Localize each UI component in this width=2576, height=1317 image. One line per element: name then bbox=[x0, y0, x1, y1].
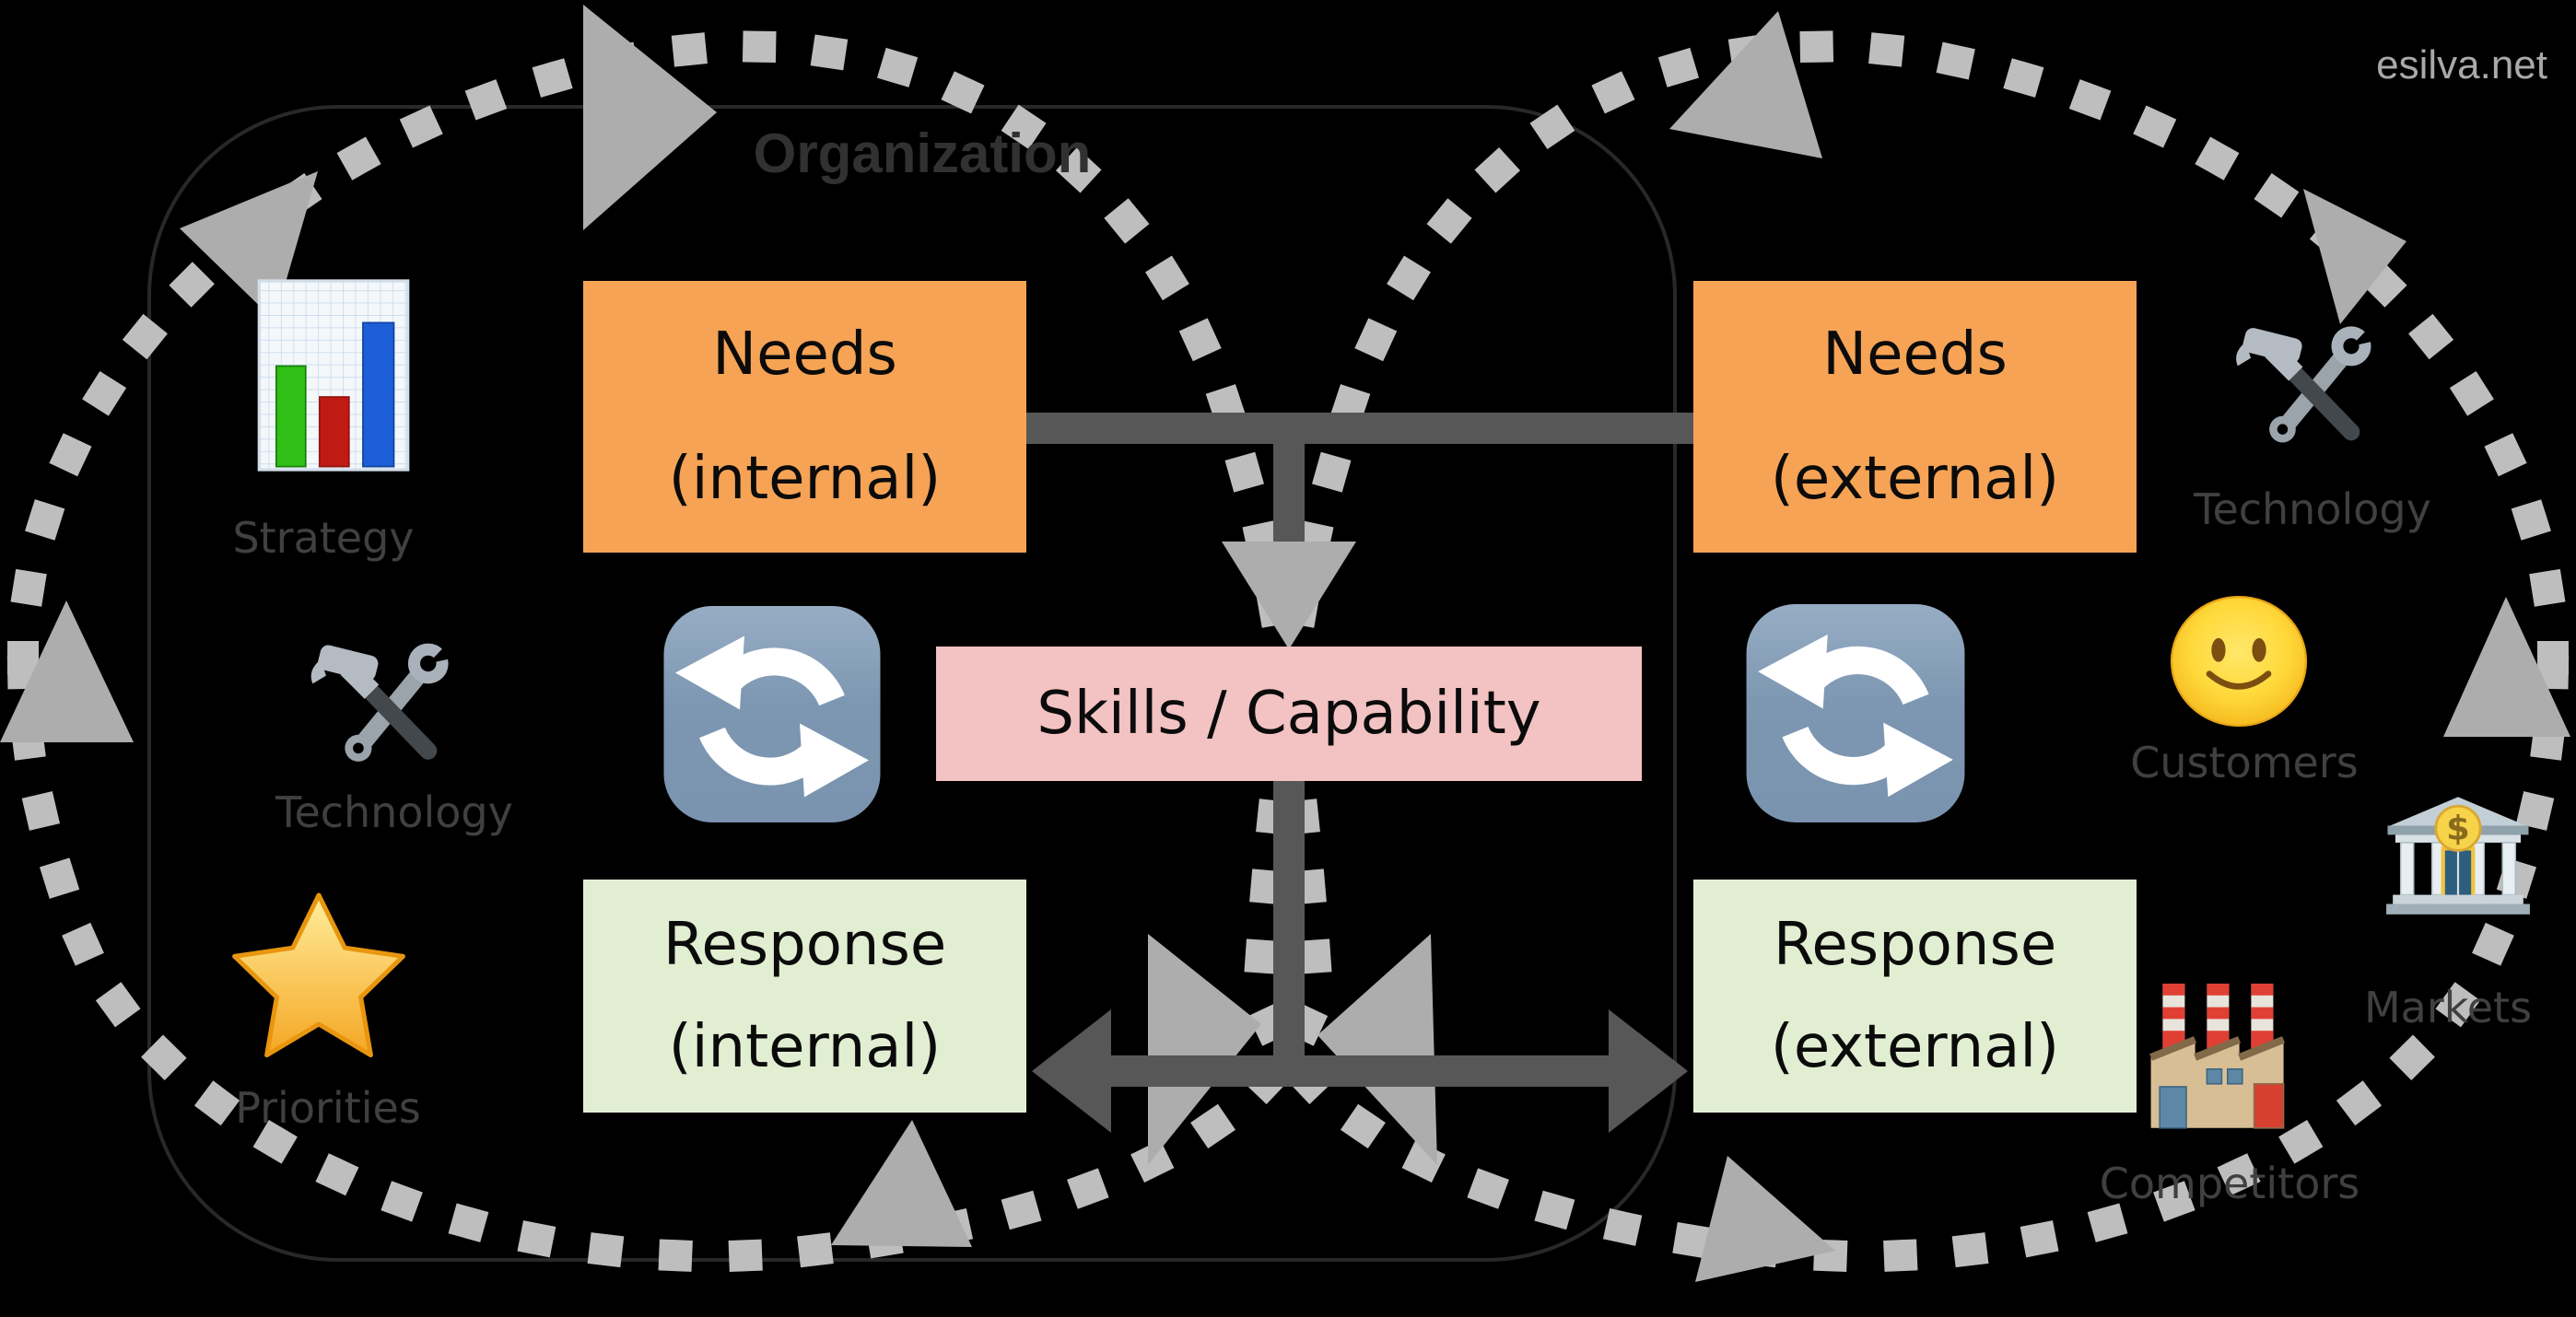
needs-internal-line1: Needs bbox=[712, 320, 897, 389]
bank-icon: $ bbox=[2380, 786, 2536, 928]
factory-icon bbox=[2142, 969, 2319, 1146]
organization-boundary bbox=[147, 105, 1677, 1262]
arrow-into-response-internal bbox=[1032, 1009, 1111, 1133]
skills-capability-box: Skills / Capability bbox=[936, 647, 1642, 781]
arrowhead-upper-right bbox=[2303, 189, 2406, 324]
star-icon bbox=[232, 892, 405, 1058]
refresh-arrows-icon bbox=[657, 598, 887, 831]
watermark: esilva.net bbox=[2376, 42, 2547, 87]
response-internal-box: Response (internal) bbox=[583, 880, 1026, 1113]
arrow-into-response-external bbox=[1609, 1009, 1688, 1133]
arrowhead-far-right bbox=[2443, 597, 2570, 737]
bank-icon: $ bbox=[2386, 797, 2530, 915]
response-external-line2: (external) bbox=[1770, 1012, 2060, 1081]
refresh-arrows-icon bbox=[1746, 604, 1965, 822]
label-priorities: Priorities bbox=[235, 1083, 421, 1133]
hammer-wrench-icon bbox=[300, 630, 475, 791]
label-competitors: Competitors bbox=[2099, 1159, 2360, 1208]
refresh-arrows-icon bbox=[1739, 596, 1972, 831]
bar-chart-icon bbox=[256, 276, 411, 474]
factory-icon bbox=[2149, 984, 2286, 1129]
hammer-wrench-icon bbox=[310, 632, 472, 762]
arrowhead-crossing-right bbox=[1317, 934, 1437, 1165]
needs-internal-box: Needs (internal) bbox=[583, 281, 1026, 553]
dashed-loop-external bbox=[1242, 30, 2570, 1272]
arrowhead-crossing-left bbox=[1148, 934, 1261, 1165]
organization-label: Organization bbox=[753, 122, 1092, 184]
arrowhead-far-left bbox=[0, 600, 134, 742]
label-technology-internal: Technology bbox=[275, 787, 513, 837]
arrow-into-skills bbox=[1222, 542, 1356, 649]
needs-external-line2: (external) bbox=[1770, 444, 2060, 513]
response-internal-line1: Response bbox=[662, 910, 947, 979]
needs-external-line1: Needs bbox=[1822, 320, 2008, 389]
dashed-loop-internal bbox=[6, 30, 1334, 1272]
hammer-wrench-icon bbox=[2226, 313, 2397, 472]
smiley-face-icon bbox=[2165, 591, 2313, 731]
arrowhead-bottom-right bbox=[1695, 1156, 1835, 1282]
star-icon bbox=[227, 882, 411, 1078]
smiley-face-icon bbox=[2170, 595, 2308, 728]
arrowhead-bottom-left bbox=[831, 1120, 972, 1247]
bar-chart-icon bbox=[257, 279, 410, 472]
response-external-box: Response (external) bbox=[1693, 880, 2137, 1113]
needs-internal-line2: (internal) bbox=[668, 444, 942, 513]
needs-external-box: Needs (external) bbox=[1693, 281, 2137, 553]
arrowhead-top-left-loop bbox=[583, 5, 717, 230]
svg-text:$: $ bbox=[2446, 809, 2470, 848]
refresh-arrows-icon bbox=[663, 606, 881, 822]
label-customers: Customers bbox=[2130, 738, 2359, 787]
connectors bbox=[1026, 413, 1693, 1087]
response-internal-line2: (internal) bbox=[668, 1012, 942, 1081]
hammer-wrench-icon bbox=[2236, 315, 2394, 443]
skills-capability-label: Skills / Capability bbox=[1036, 680, 1541, 748]
label-strategy: Strategy bbox=[232, 513, 415, 563]
response-external-line1: Response bbox=[1773, 910, 2057, 979]
label-markets: Markets bbox=[2363, 983, 2533, 1032]
label-technology-external: Technology bbox=[2194, 484, 2431, 534]
arrowhead-top-right-loop bbox=[1669, 11, 1822, 158]
